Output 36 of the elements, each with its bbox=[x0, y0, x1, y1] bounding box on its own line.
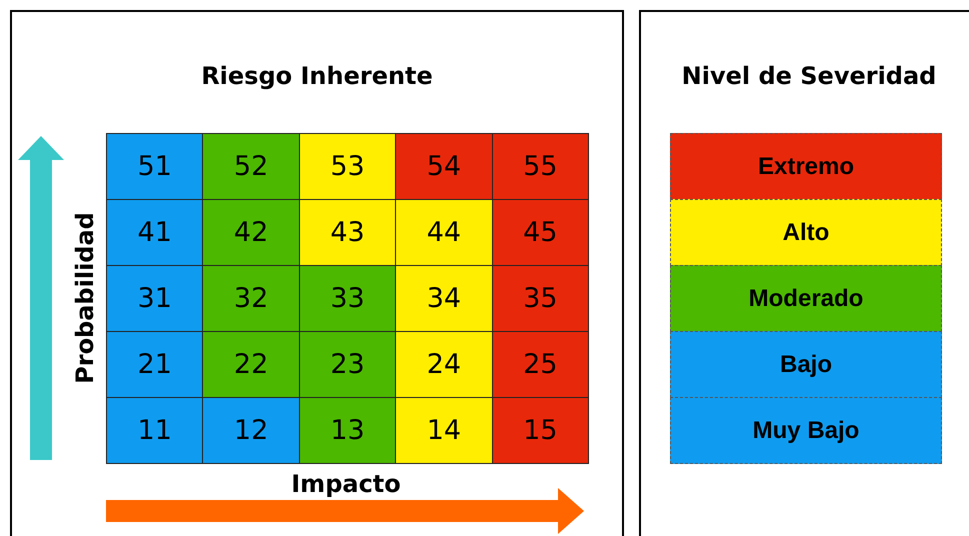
risk-score: 22 bbox=[202, 331, 300, 398]
severity-level: Bajo bbox=[670, 331, 942, 398]
panel-title: Nivel de Severidad bbox=[680, 62, 938, 90]
risk-score: 45 bbox=[492, 199, 589, 266]
risk-score: 51 bbox=[106, 133, 204, 200]
risk-score: 42 bbox=[202, 199, 300, 266]
risk-score: 34 bbox=[395, 265, 493, 332]
risk-score: 52 bbox=[202, 133, 300, 200]
risk-score: 44 bbox=[395, 199, 493, 266]
risk-score: 14 bbox=[395, 397, 493, 464]
risk-score: 35 bbox=[492, 265, 589, 332]
risk-score: 31 bbox=[106, 265, 204, 332]
axis-label: Impacto bbox=[291, 470, 401, 498]
risk-score: 15 bbox=[492, 397, 589, 464]
axis-label: Probabilidad bbox=[71, 212, 99, 384]
risk-score: 25 bbox=[492, 331, 589, 398]
severity-level: Moderado bbox=[670, 265, 942, 332]
panel-title: Riesgo Inherente bbox=[200, 62, 434, 90]
risk-score: 54 bbox=[395, 133, 493, 200]
risk-score: 55 bbox=[492, 133, 589, 200]
risk-score: 43 bbox=[298, 199, 396, 266]
risk-score: 33 bbox=[298, 265, 396, 332]
risk-score: 11 bbox=[106, 397, 204, 464]
panel bbox=[10, 10, 624, 536]
risk-score: 12 bbox=[202, 397, 300, 464]
risk-score: 23 bbox=[298, 331, 396, 398]
risk-score: 53 bbox=[298, 133, 396, 200]
severity-level: Extremo bbox=[670, 133, 942, 200]
severity-level: Alto bbox=[670, 199, 942, 266]
risk-score: 41 bbox=[106, 199, 204, 266]
risk-score: 21 bbox=[106, 331, 204, 398]
severity-level: Muy Bajo bbox=[670, 397, 942, 464]
risk-score: 24 bbox=[395, 331, 493, 398]
risk-score: 32 bbox=[202, 265, 300, 332]
risk-score: 13 bbox=[298, 397, 396, 464]
panel bbox=[639, 10, 969, 536]
